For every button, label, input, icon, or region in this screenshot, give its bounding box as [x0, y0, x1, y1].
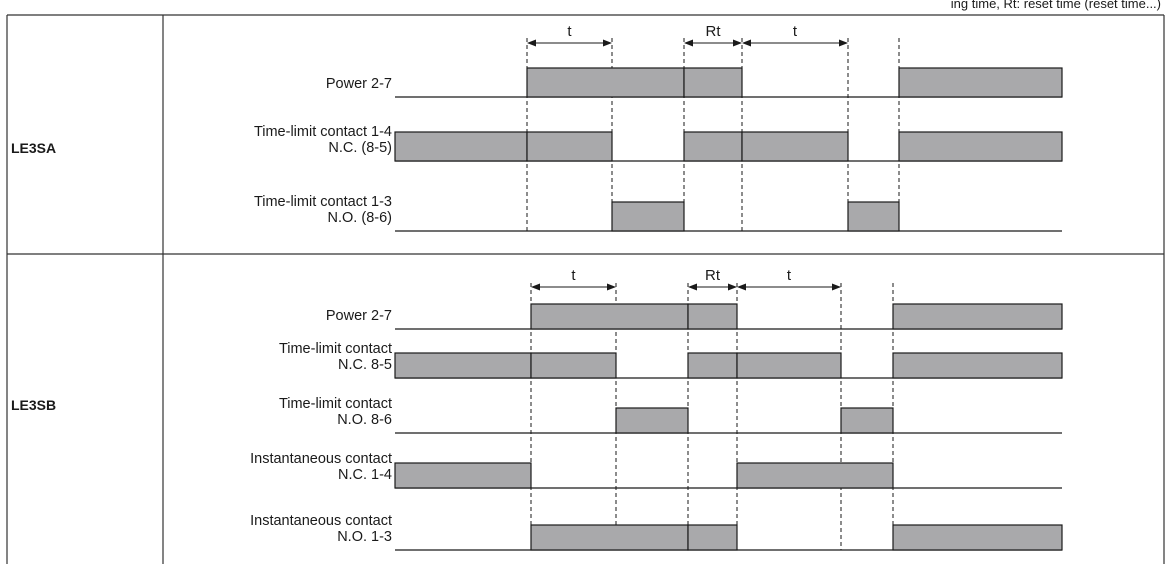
model-label: LE3SA — [11, 140, 57, 156]
model-label: LE3SB — [11, 397, 57, 413]
arrow-right-icon — [607, 283, 616, 291]
signal-pulse — [898, 67, 1063, 98]
signal-pulse — [736, 352, 842, 379]
signal-pin: 8-5 — [371, 356, 392, 373]
signal-pulse — [840, 407, 894, 434]
time-marker-label: t — [793, 23, 798, 40]
signal-sub: N.C. — [338, 356, 367, 373]
signal-name: Time-limit contact — [253, 124, 367, 140]
signal-pin: 1-4 — [371, 466, 392, 483]
signal-sub: N.C. — [338, 466, 367, 483]
arrow-right-icon — [832, 283, 841, 291]
arrow-left-icon — [684, 39, 693, 47]
arrow-right-icon — [733, 39, 742, 47]
signal-pin: (8-5) — [361, 139, 392, 156]
signal-pulse — [687, 352, 738, 379]
signal-name: Power — [325, 308, 367, 324]
signal-pulse — [892, 352, 1063, 379]
signal-pulse — [687, 524, 738, 551]
signal-name: Time-limit contact — [278, 396, 392, 412]
signal-pulse — [394, 462, 532, 489]
signal-name: Instantaneous contact — [250, 451, 392, 467]
time-marker-label: Rt — [705, 267, 721, 284]
signal-pulse — [687, 303, 738, 330]
signal-name: Power — [325, 76, 367, 92]
signal-pulse — [892, 524, 1063, 551]
signal-pulse — [741, 131, 849, 162]
signal-pulse — [611, 201, 685, 232]
signal-pin: 1-3 — [371, 194, 392, 210]
signal-name: Time-limit contact — [253, 194, 367, 210]
signal-pulse — [394, 131, 528, 162]
arrow-left-icon — [742, 39, 751, 47]
signal-label: Power 2-7 — [325, 308, 392, 325]
arrow-right-icon — [603, 39, 612, 47]
arrow-left-icon — [531, 283, 540, 291]
table-caption: ing time, Rt: reset time (reset time...) — [950, 0, 1161, 11]
signal-pulse — [898, 131, 1063, 162]
signal-pulse — [736, 462, 894, 489]
signal-pin: 8-6 — [371, 411, 392, 428]
signal-pulse — [683, 131, 743, 162]
signal-pulse — [526, 131, 613, 162]
signal-name: Instantaneous contact — [250, 513, 392, 529]
signal-pin: 2-7 — [371, 76, 392, 92]
time-marker-label: Rt — [706, 23, 722, 40]
arrow-left-icon — [527, 39, 536, 47]
signal-name: Time-limit contact — [278, 341, 392, 357]
signal-pulse — [615, 407, 689, 434]
signal-pulse — [526, 67, 685, 98]
time-marker-label: t — [571, 267, 576, 284]
signal-pin: 2-7 — [371, 308, 392, 324]
arrow-right-icon — [839, 39, 848, 47]
signal-pin: (8-6) — [361, 209, 392, 226]
signal-sub: N.O. — [327, 209, 358, 226]
arrow-left-icon — [737, 283, 746, 291]
signal-pulse — [530, 524, 689, 551]
signal-sub: N.C. — [328, 139, 358, 156]
signal-label: Power 2-7 — [325, 76, 392, 93]
signal-pulse — [530, 303, 689, 330]
signal-pin: 1-3 — [371, 528, 392, 545]
arrow-left-icon — [688, 283, 697, 291]
signal-pulse — [892, 303, 1063, 330]
signal-pin: 1-4 — [371, 124, 392, 140]
signal-pulse — [530, 352, 617, 379]
time-marker-label: t — [567, 23, 572, 40]
signal-pulse — [394, 352, 532, 379]
signal-sub: N.O. — [337, 528, 367, 545]
signal-pulse — [683, 67, 743, 98]
signal-sub: N.O. — [337, 411, 367, 428]
time-marker-label: t — [787, 267, 792, 284]
signal-pulse — [847, 201, 900, 232]
arrow-right-icon — [728, 283, 737, 291]
